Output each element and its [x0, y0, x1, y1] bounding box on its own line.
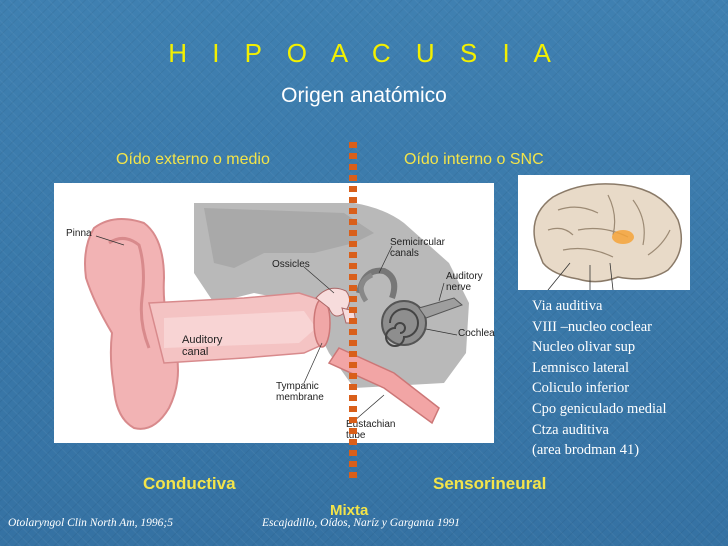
pathway-item: Via auditiva — [532, 298, 603, 314]
pathway-item: Lemnisco lateral — [532, 359, 630, 376]
label-eustachian-tube-line1: Eustachian — [346, 419, 396, 430]
slide-subtitle: Origen anatómico — [281, 84, 447, 107]
divider-dotted-line — [349, 142, 357, 482]
label-tympanic-membrane-line2: membrane — [276, 392, 324, 403]
label-pinna: Pinna — [66, 228, 92, 239]
auditory-pathway-list: Via auditiva VIII –nucleo coclear Nucleo… — [532, 296, 667, 461]
section-right-heading: Oído interno o SNC — [404, 151, 544, 168]
label-tympanic-membrane-line1: Tympanic — [276, 381, 319, 392]
reference-center: Escajadillo, Oídos, Naríz y Garganta 199… — [262, 517, 460, 529]
brain-drawing — [518, 175, 690, 291]
pathway-item: Nucleo olivar sup — [532, 339, 636, 356]
label-conductive: Conductiva — [143, 474, 236, 493]
label-auditory-nerve-line1: Auditory — [446, 271, 483, 282]
pathway-item: Coliculo inferior — [532, 380, 630, 397]
pathway-item: Cpo geniculado medial — [532, 400, 667, 417]
ear-anatomy-drawing — [54, 183, 494, 443]
label-sensorineural: Sensorineural — [433, 474, 547, 493]
reference-left: Otolaryngol Clin North Am, 1996;5 — [8, 517, 173, 529]
pathway-item: Ctza auditiva — [532, 421, 609, 438]
ear-anatomy-illustration: Pinna Ossicles Semicircular canals Audit… — [54, 183, 495, 448]
label-auditory-canal-line1: Auditory — [182, 334, 223, 346]
label-semicircular-canals-line2: canals — [390, 248, 419, 259]
label-cochlea: Cochlea — [458, 328, 495, 339]
label-auditory-canal-line2: canal — [182, 346, 209, 358]
label-semicircular-canals-line1: Semicircular — [390, 237, 446, 248]
brain-illustration — [518, 175, 690, 295]
label-ossicles: Ossicles — [272, 259, 310, 270]
slide-title: H I P O A C U S I A — [168, 38, 560, 68]
pathway-item: VIII –nucleo coclear — [532, 318, 652, 335]
label-mixed: Mixta — [330, 502, 369, 519]
section-left-heading: Oído externo o medio — [116, 151, 270, 168]
label-auditory-nerve-line2: nerve — [446, 282, 472, 293]
pathway-item: (area brodman 41) — [532, 442, 640, 459]
